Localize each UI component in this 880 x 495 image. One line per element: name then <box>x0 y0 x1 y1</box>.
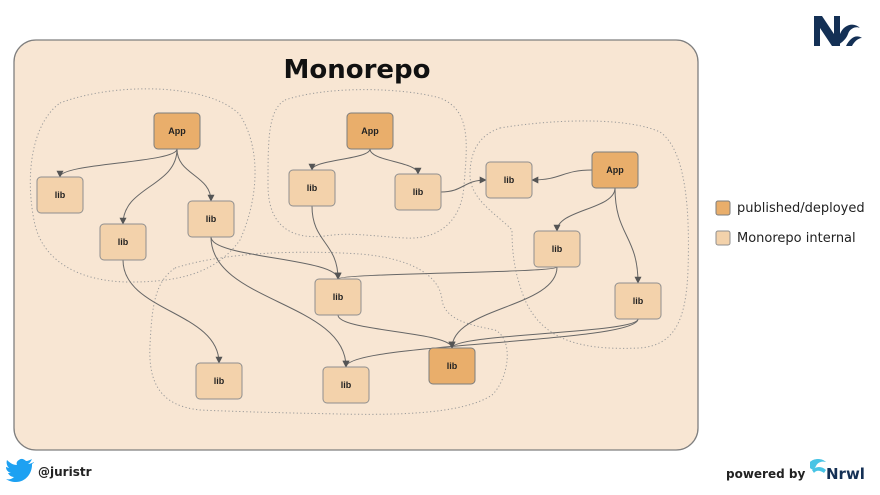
edge-app1-to-lib_a <box>56 148 178 178</box>
nrwl-logo-icon <box>810 459 826 473</box>
edge-app2-to-lib_e <box>369 148 422 175</box>
group-app2 <box>267 89 467 239</box>
node-label-lib_k: lib <box>341 380 352 390</box>
node-box-lib_h <box>614 282 662 320</box>
node-label-app2: App <box>361 126 379 136</box>
edge-lib_d-to-lib_i <box>311 205 342 280</box>
node-app3: App <box>591 151 639 189</box>
edge-lib_i-to-lib_l <box>337 314 456 349</box>
node-box-lib_i <box>314 278 362 316</box>
edges-layer <box>56 148 642 368</box>
node-lib_a: lib <box>36 176 84 214</box>
node-label-lib_g: lib <box>552 244 563 254</box>
node-lib_b: lib <box>99 223 147 261</box>
powered-by-label: powered by <box>726 467 805 481</box>
edge-lib_e-to-lib_f <box>440 176 487 193</box>
node-lib_j: lib <box>195 362 243 400</box>
node-box-lib_c <box>187 200 235 238</box>
edge-lib_c-to-lib_i <box>210 236 342 280</box>
edge-lib_h-to-lib_k <box>342 318 639 368</box>
node-box-lib_j <box>195 362 243 400</box>
edge-lib_h-to-lib_l <box>448 318 639 349</box>
edge-app1-to-lib_b <box>119 148 178 225</box>
node-app2: App <box>346 112 394 150</box>
node-label-lib_j: lib <box>214 376 225 386</box>
edge-app1-to-lib_c <box>176 148 215 202</box>
edge-app3-to-lib_h <box>614 187 642 284</box>
node-label-lib_l: lib <box>447 361 458 371</box>
edge-app2-to-lib_d <box>308 148 371 171</box>
edge-app3-to-lib_g <box>553 187 616 232</box>
node-box-lib_k <box>322 366 370 404</box>
node-label-lib_h: lib <box>633 296 644 306</box>
node-label-lib_f: lib <box>504 175 515 185</box>
node-lib_f: lib <box>485 161 533 199</box>
node-lib_g: lib <box>533 230 581 268</box>
twitter-handle[interactable]: @juristr <box>38 465 92 479</box>
node-lib_e: lib <box>394 173 442 211</box>
edge-app3-to-lib_f <box>531 169 593 184</box>
node-lib_i: lib <box>314 278 362 316</box>
footer-powered-by: powered by Nrwl <box>726 459 865 483</box>
node-lib_d: lib <box>288 169 336 207</box>
node-box-lib_b <box>99 223 147 261</box>
node-box-lib_l <box>428 347 476 385</box>
node-lib_k: lib <box>322 366 370 404</box>
node-label-app3: App <box>606 165 624 175</box>
edge-lib_b-to-lib_j <box>122 259 223 364</box>
nx-logo-icon <box>814 16 862 46</box>
legend: published/deployed Monorepo internal <box>715 200 865 246</box>
group-app3 <box>469 120 689 349</box>
node-box-lib_d <box>288 169 336 207</box>
nrwl-brand: Nrwl <box>826 465 865 483</box>
node-lib_h: lib <box>614 282 662 320</box>
node-box-lib_e <box>394 173 442 211</box>
edge-lib_c-to-lib_k <box>210 236 350 368</box>
node-lib_l: lib <box>428 347 476 385</box>
node-label-lib_e: lib <box>413 187 424 197</box>
diagram-title: Monorepo <box>283 55 430 85</box>
node-box-app2 <box>346 112 394 150</box>
nodes-layer: App lib lib lib App lib lib lib App lib lib lib lib l… <box>36 112 662 404</box>
node-label-lib_d: lib <box>307 183 318 193</box>
footer-handle: @juristr <box>6 458 92 482</box>
group-lower <box>149 251 508 415</box>
node-label-lib_c: lib <box>206 214 217 224</box>
legend-swatch-internal <box>715 230 731 246</box>
legend-label-internal: Monorepo internal <box>737 231 856 246</box>
node-label-lib_b: lib <box>118 237 129 247</box>
edge-lib_g-to-lib_i <box>334 266 558 280</box>
node-label-lib_i: lib <box>333 292 344 302</box>
edge-lib_g-to-lib_l <box>448 266 558 349</box>
node-label-app1: App <box>168 126 186 136</box>
group-outlines <box>29 88 689 415</box>
node-app1: App <box>153 112 201 150</box>
legend-label-published: published/deployed <box>737 201 865 216</box>
node-box-app1 <box>153 112 201 150</box>
group-app1 <box>29 88 256 283</box>
node-box-lib_g <box>533 230 581 268</box>
node-box-lib_f <box>485 161 533 199</box>
node-label-lib_a: lib <box>55 190 66 200</box>
twitter-bird-icon <box>6 458 34 482</box>
node-box-app3 <box>591 151 639 189</box>
node-lib_c: lib <box>187 200 235 238</box>
node-box-lib_a <box>36 176 84 214</box>
legend-swatch-published <box>715 200 731 216</box>
